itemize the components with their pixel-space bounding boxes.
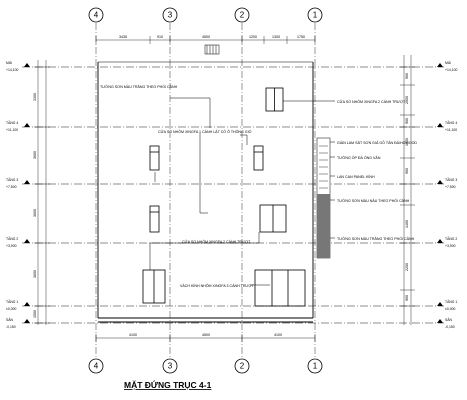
dim-top: 1750 bbox=[297, 35, 305, 39]
level-markers-right bbox=[437, 63, 443, 323]
axis-top-label: 3 bbox=[168, 11, 173, 20]
dim-left: 3600 bbox=[33, 270, 37, 278]
dim-right: 2000 bbox=[405, 96, 409, 104]
note-wood-screen: GIÀN LAM SẮT SƠN GIẢ GỖ TẢN ĐÁ/HOWOOD bbox=[337, 140, 417, 145]
dim-right: 2200 bbox=[405, 263, 409, 271]
axis-lines bbox=[95, 23, 316, 357]
note-window-1-louver: CỬA SỔ NHÔM XINGFA 1 CÁNH LẬT CÓ Ô THÔNG… bbox=[158, 129, 252, 134]
dim-bottom: 4500 bbox=[202, 333, 210, 337]
level-value: +7,500 bbox=[445, 185, 456, 189]
level-value: +14,100 bbox=[6, 68, 18, 72]
level-lines bbox=[22, 66, 444, 324]
note-window-2-sliding: CỬA SỔ NHÔM XINGFA 2 CÁNH TRƯỢT bbox=[337, 99, 406, 104]
dimension-chain-right bbox=[400, 55, 415, 325]
building-outline bbox=[97, 62, 314, 323]
dim-top: 1200 bbox=[249, 35, 257, 39]
level-value: +7,500 bbox=[6, 185, 17, 189]
dim-top: 4500 bbox=[202, 35, 210, 39]
axis-top-label: 2 bbox=[240, 11, 245, 20]
level-value: +11,100 bbox=[445, 128, 457, 132]
level-value: +3,900 bbox=[445, 244, 456, 248]
level-name: TẦNG 2 bbox=[6, 237, 18, 241]
dimension-chain-top bbox=[95, 36, 316, 44]
note-glass-panel: LAN CAN PANEL KÍNH bbox=[337, 175, 375, 179]
level-name: TẦNG 3 bbox=[445, 178, 457, 182]
level-value: -0,150 bbox=[445, 325, 455, 329]
dim-left: 3600 bbox=[33, 209, 37, 217]
windows bbox=[142, 87, 306, 307]
dim-right: 900 bbox=[405, 73, 409, 79]
level-value: -0,150 bbox=[6, 325, 16, 329]
level-markers-left bbox=[24, 63, 30, 323]
dim-left: 3600 bbox=[33, 151, 37, 159]
note-paint-dark: TƯỜNG SƠN MÀU NÂU THEO PHỐI CẢNH bbox=[337, 198, 410, 203]
dim-bottom: 4100 bbox=[129, 333, 137, 337]
dim-right: 900 bbox=[405, 295, 409, 301]
dim-bottom: 4100 bbox=[274, 333, 282, 337]
level-name: TẦNG 1 bbox=[6, 300, 18, 304]
dim-right: 900 bbox=[405, 118, 409, 124]
axis-bubbles-top: 4 3 2 1 bbox=[88, 7, 323, 23]
level-value: ±0,000 bbox=[6, 307, 16, 311]
dim-left: 1500 bbox=[33, 310, 37, 318]
dimension-chain-left bbox=[34, 60, 50, 325]
dim-top: 1300 bbox=[272, 35, 280, 39]
dim-right: 900 bbox=[405, 168, 409, 174]
level-name: TẦNG 4 bbox=[6, 121, 18, 125]
note-window-2-sliding-lower: CỬA SỔ NHÔM XINGFA 2 CÁNH TRƯỢT bbox=[182, 239, 251, 244]
level-value: ±0,000 bbox=[445, 307, 455, 311]
dim-right: 1400 bbox=[405, 220, 409, 228]
axis-bottom-label: 3 bbox=[168, 362, 173, 371]
axis-bottom-label: 1 bbox=[313, 362, 318, 371]
level-value: +14,100 bbox=[445, 68, 457, 72]
stone-wall-strip bbox=[316, 137, 331, 259]
dimension-chain-bottom bbox=[95, 334, 316, 342]
axis-bottom-label: 4 bbox=[94, 362, 99, 371]
level-name: MÁI bbox=[445, 61, 451, 65]
level-name: SÂN bbox=[6, 318, 14, 322]
leader-lines bbox=[149, 97, 335, 286]
roof-details bbox=[98, 44, 313, 63]
axis-top-label: 4 bbox=[94, 11, 99, 20]
dim-top: 910 bbox=[157, 35, 163, 39]
note-paint-white: TƯỜNG SƠN MÀU TRẮNG THEO PHỐI CẢNH bbox=[337, 236, 415, 241]
dim-left: 3300 bbox=[33, 93, 37, 101]
level-value: +11,100 bbox=[6, 128, 18, 132]
level-name: TẦNG 2 bbox=[445, 237, 457, 241]
level-name: TẦNG 1 bbox=[445, 300, 457, 304]
level-value: +3,900 bbox=[6, 244, 17, 248]
dim-right: 1300 bbox=[405, 138, 409, 146]
level-name: TẦNG 4 bbox=[445, 121, 457, 125]
level-name: SÂN bbox=[445, 318, 453, 322]
axis-bottom-label: 2 bbox=[240, 362, 245, 371]
level-name: TẦNG 3 bbox=[6, 178, 18, 182]
axis-top-label: 1 bbox=[313, 11, 318, 20]
drawing-title: MẶT ĐỨNG TRỤC 4-1 bbox=[124, 379, 212, 390]
level-name: MÁI bbox=[6, 61, 12, 65]
note-glass-partition: VÁCH KÍNH NHÔM XINGFA 3 CÁNH TRƯỢT bbox=[180, 283, 255, 288]
dim-top: 3435 bbox=[119, 35, 127, 39]
axis-bubbles-bottom: 4 3 2 1 bbox=[88, 358, 323, 374]
note-paint-top: TƯỜNG SƠN MÀU TRẮNG THEO PHỐI CẢNH bbox=[100, 84, 178, 89]
note-stone-wall: TƯỜNG ỐP ĐÁ ỐNG VÂN bbox=[337, 155, 381, 160]
